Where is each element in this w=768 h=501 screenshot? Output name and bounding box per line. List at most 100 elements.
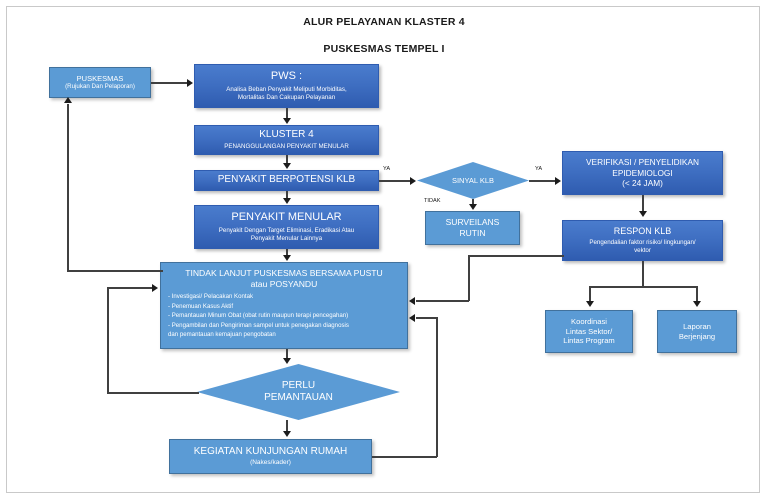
arrowhead-respon-to-koordinasi <box>585 301 594 307</box>
node-penyakit-berpotensi-klb[interactable]: PENYAKIT BERPOTENSI KLB <box>194 170 379 191</box>
node-penyakit-menular-sub1: Penyakit Dengan Target Eliminasi, Eradik… <box>218 227 355 235</box>
decision-perlu-pemantauan-line2: PEMANTAUAN <box>264 392 333 403</box>
arrowhead-kluster4-to-berpotensi <box>282 163 291 169</box>
node-kunjungan-rumah-sub: (Nakes/kader) <box>250 458 291 466</box>
edge-verifikasi-to-respon <box>642 195 644 212</box>
edge-label-ya-verifikasi: YA <box>535 166 543 172</box>
edge-respon-to-koordinasi <box>589 286 591 302</box>
node-pws[interactable]: PWS : Analisa Beban Penyakit Meliputi Mo… <box>194 64 379 108</box>
edge-tindak-lanjut-to-pemantauan <box>286 349 288 359</box>
node-pws-heading: PWS : <box>270 70 303 83</box>
node-respon-klb-sub1: Pengendalian faktor risiko/ lingkungan/ <box>589 239 696 247</box>
edge-label-tidak: TIDAK <box>424 198 441 204</box>
edge-respon-down <box>642 261 644 286</box>
node-laporan-line2: Berjenjang <box>678 331 716 341</box>
edge-respon-feedback-vert <box>468 255 470 301</box>
node-koordinasi-line1: Koordinasi <box>571 317 607 327</box>
node-koordinasi-line3: Lintas Program <box>563 336 615 346</box>
decision-perlu-pemantauan-labels: PERLU PEMANTAUAN <box>264 380 333 405</box>
edge-puskesmas-to-pws <box>151 82 188 84</box>
node-pws-sub1: Analisa Beban Penyakit Meliputi Morbidit… <box>226 86 347 94</box>
node-surveilans-rutin-line2: RUTIN <box>459 228 486 238</box>
node-respon-klb[interactable]: RESPON KLB Pengendalian faktor risiko/ l… <box>562 220 723 261</box>
edge-tindak-lanjut-to-puskesmas-bottom <box>67 270 163 272</box>
bullet-item: - Penemuan Kasus Aktif <box>168 302 234 310</box>
node-kluster-4-heading: KLUSTER 4 <box>259 128 314 140</box>
edge-respon-split-bar <box>589 286 697 288</box>
decision-sinyal-klb-label: SINYAL KLB <box>451 175 495 185</box>
arrowhead-pemantauan-to-kunjungan <box>282 431 291 437</box>
edge-pemantauan-loop-bottom <box>107 392 199 394</box>
node-koordinasi-line2: Lintas Sektor/ <box>565 326 613 336</box>
node-tindak-lanjut-heading1: TINDAK LANJUT PUSKESMAS BERSAMA PUSTU <box>185 268 383 278</box>
arrowhead-pws-to-kluster4 <box>282 118 291 124</box>
node-kegiatan-kunjungan-rumah[interactable]: KEGIATAN KUNJUNGAN RUMAH (Nakes/kader) <box>169 439 372 474</box>
page-title: ALUR PELAYANAN KLASTER 4 <box>303 16 465 28</box>
edge-kunjungan-feedback-top <box>416 317 438 319</box>
node-penyakit-berpotensi-klb-heading: PENYAKIT BERPOTENSI KLB <box>217 174 356 186</box>
bullet-item: - Pengambilan dan Pengiriman sampel untu… <box>168 321 349 329</box>
arrowhead-berpotensi-to-sinyal <box>410 176 416 185</box>
arrowhead-sinyal-to-verifikasi <box>555 176 561 185</box>
node-verifikasi-line2: EPIDEMIOLOGI <box>612 167 673 178</box>
bullet-item: - Pemantauan Minum Obat (obat rutin maup… <box>168 312 349 320</box>
node-penyakit-menular-sub2: Penyakit Menular Lainnya <box>250 234 323 242</box>
edge-kunjungan-feedback-vert <box>436 317 438 457</box>
arrowhead-verifikasi-to-respon <box>638 211 647 217</box>
node-laporan-berjenjang[interactable]: Laporan Berjenjang <box>657 310 737 353</box>
page-subtitle: PUSKESMAS TEMPEL I <box>323 43 445 55</box>
node-verifikasi-epidemiologi[interactable]: VERIFIKASI / PENYELIDIKAN EPIDEMIOLOGI (… <box>562 151 723 195</box>
arrowhead-pemantauan-to-tindak-lanjut <box>152 283 158 292</box>
arrowhead-berpotensi-to-menular <box>282 198 291 204</box>
edge-respon-feedback-bottom <box>416 300 469 302</box>
arrowhead-kunjungan-to-tindak-lanjut <box>409 313 415 322</box>
node-surveilans-rutin[interactable]: SURVEILANS RUTIN <box>425 211 520 245</box>
edge-tindak-lanjut-to-puskesmas-vert <box>67 104 69 271</box>
node-verifikasi-line1: VERIFIKASI / PENYELIDIKAN <box>586 157 699 168</box>
decision-perlu-pemantauan[interactable]: PERLU PEMANTAUAN <box>197 364 400 420</box>
bullet-item: - Investigasi/ Pelacakan Kontak <box>168 293 254 301</box>
node-verifikasi-line3: (< 24 JAM) <box>622 178 663 189</box>
decision-perlu-pemantauan-line1: PERLU <box>281 379 316 391</box>
edge-menular-to-tindak-lanjut <box>286 249 288 256</box>
edge-berpotensi-to-menular <box>286 191 288 199</box>
edge-pemantauan-loop-vert <box>107 287 109 393</box>
arrowhead-menular-to-tindak-lanjut <box>282 255 291 261</box>
node-laporan-line1: Laporan <box>683 322 711 332</box>
edge-respon-feedback-top <box>468 255 564 257</box>
edge-sinyal-to-verifikasi <box>529 180 557 182</box>
arrowhead-tindak-lanjut-to-puskesmas <box>64 97 72 103</box>
node-respon-klb-sub2: vektor <box>634 247 651 255</box>
edge-kunjungan-feedback-bottom <box>372 456 437 458</box>
edge-kluster4-to-berpotensi <box>286 155 288 164</box>
node-penyakit-menular[interactable]: PENYAKIT MENULAR Penyakit Dengan Target … <box>194 205 379 249</box>
edge-pemantauan-to-kunjungan <box>286 420 288 432</box>
node-tindak-lanjut-heading2: atau POSYANDU <box>250 278 318 289</box>
edge-berpotensi-to-sinyal <box>379 180 412 182</box>
edge-respon-to-laporan <box>696 286 698 302</box>
bullet-item: dan pemantauan kemajuan pengobatan <box>168 331 276 339</box>
node-pws-sub2: Mortalitas Dan Cakupan Pelayanan <box>237 93 336 101</box>
edge-pws-to-kluster4 <box>286 108 288 119</box>
node-kluster-4-sub: PENANGGULANGAN PENYAKIT MENULAR <box>224 143 349 151</box>
node-kunjungan-rumah-heading: KEGIATAN KUNJUNGAN RUMAH <box>193 446 348 458</box>
decision-sinyal-klb[interactable]: SINYAL KLB <box>417 162 529 199</box>
arrowhead-respon-to-laporan <box>692 301 701 307</box>
arrowhead-puskesmas-to-pws <box>187 78 193 87</box>
arrowhead-tindak-lanjut-to-pemantauan <box>282 358 291 364</box>
node-tindak-lanjut-bullets: - Investigasi/ Pelacakan Kontak - Penemu… <box>165 292 403 339</box>
arrowhead-sinyal-to-surveilans <box>468 204 477 210</box>
node-respon-klb-heading: RESPON KLB <box>613 226 672 237</box>
edge-pemantauan-loop-top <box>107 287 154 289</box>
node-puskesmas-heading: PUSKESMAS <box>76 73 124 83</box>
node-kluster-4[interactable]: KLUSTER 4 PENANGGULANGAN PENYAKIT MENULA… <box>194 125 379 155</box>
arrowhead-respon-to-tindak-lanjut <box>409 296 415 305</box>
node-puskesmas[interactable]: PUSKESMAS (Rujukan Dan Pelaporan) <box>49 67 151 98</box>
edge-sinyal-to-surveilans <box>472 199 474 205</box>
node-surveilans-rutin-line1: SURVEILANS <box>445 217 500 228</box>
edge-label-ya-klb: YA <box>383 166 391 172</box>
node-tindak-lanjut[interactable]: TINDAK LANJUT PUSKESMAS BERSAMA PUSTU at… <box>160 262 408 349</box>
node-koordinasi-lintas-sektor[interactable]: Koordinasi Lintas Sektor/ Lintas Program <box>545 310 633 353</box>
node-penyakit-menular-heading: PENYAKIT MENULAR <box>231 211 342 224</box>
